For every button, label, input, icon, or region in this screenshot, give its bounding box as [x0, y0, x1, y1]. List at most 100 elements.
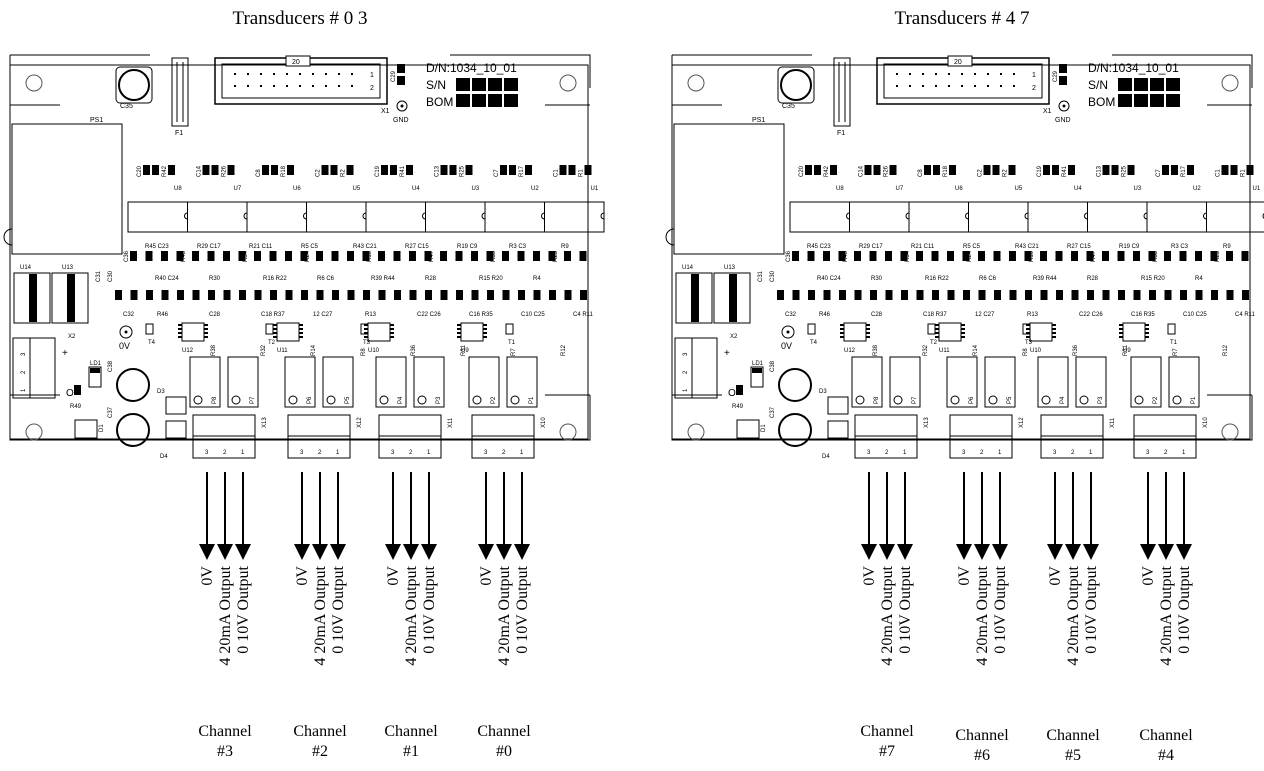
label-pot: P3	[1098, 396, 1104, 404]
smd-pad	[192, 290, 200, 300]
ic-pin	[483, 324, 487, 326]
label-relay: U1	[591, 186, 599, 192]
output-label: 4 20mA Output	[496, 565, 513, 665]
ic-pin	[364, 328, 368, 330]
smd-res-pad	[406, 165, 413, 175]
label-ic: U9	[1123, 348, 1131, 354]
smd-res-pad	[949, 165, 956, 175]
pot-screw-icon	[893, 395, 903, 405]
ic-pin	[1026, 332, 1030, 334]
header-pin	[961, 73, 963, 75]
label-res-vert: R33	[491, 250, 497, 262]
smd-pad	[145, 251, 153, 261]
led-mark	[752, 368, 762, 373]
ic-pin	[299, 332, 303, 334]
smd-cap-pad	[390, 165, 397, 175]
regulator-u13	[51, 272, 89, 324]
opamp-ic	[367, 322, 391, 342]
header-inner	[883, 63, 1043, 99]
smd-pad	[1242, 290, 1249, 300]
ic-pin	[364, 332, 368, 334]
smd-pad	[115, 290, 122, 300]
label-res: R1	[1241, 169, 1247, 177]
trimmer-pot	[322, 356, 354, 408]
label-pot: P6	[969, 396, 975, 404]
smd-pad	[962, 251, 970, 261]
smd-pad	[254, 290, 262, 300]
label-relay: U2	[1193, 186, 1201, 192]
ic-pin	[204, 328, 208, 330]
channel-number: #6	[974, 747, 990, 764]
label-connector: X12	[1019, 417, 1025, 428]
channel-number: #7	[879, 743, 895, 760]
label-res-row3: C16 R35	[469, 312, 493, 318]
fuse-f1	[833, 57, 851, 127]
cap-c35-icon	[118, 69, 150, 101]
o-mark: O	[66, 388, 74, 399]
smd-pad	[130, 251, 137, 261]
label-cap: C2	[978, 169, 984, 177]
terminal-pin: 3	[962, 450, 966, 456]
arrow-head-icon	[1047, 544, 1063, 560]
smd-pad	[1055, 251, 1063, 261]
label-misc: R31	[461, 344, 467, 356]
smd-cap-pad	[202, 165, 210, 175]
smd-pad	[1211, 290, 1218, 300]
label-res-row3: C22 C26	[1079, 312, 1103, 318]
terminal-pin: 2	[409, 450, 413, 456]
smd-pad	[1118, 290, 1125, 300]
label-c35: C35	[120, 103, 133, 110]
label-d3: D3	[157, 389, 165, 395]
ic-pin	[1026, 324, 1030, 326]
relay-module	[849, 201, 910, 233]
smd-pad	[1102, 251, 1109, 261]
label-res-row1: R43 C21	[353, 244, 377, 250]
header-pin	[961, 85, 963, 87]
label-transistor: T1	[1170, 340, 1178, 346]
label-connector: X13	[262, 417, 268, 428]
smd-pad	[456, 290, 463, 300]
label-misc: R12	[1223, 344, 1229, 356]
label-misc: R14	[311, 344, 317, 356]
smd-cap-pad	[1111, 165, 1119, 175]
smd-pad	[269, 251, 277, 261]
smd-pad	[316, 290, 324, 300]
ic-pin	[204, 324, 208, 326]
board-title: Transducers # 4 7	[895, 8, 1030, 29]
ic-pin	[1119, 324, 1123, 326]
smd-pad	[425, 290, 432, 300]
smd-pad	[285, 290, 293, 300]
output-label: 0 10V Output	[330, 565, 347, 653]
smd-pad	[1164, 290, 1172, 300]
relay-notch	[965, 212, 969, 220]
label-pot: P4	[398, 396, 404, 404]
smd-pad	[285, 251, 292, 261]
header-pin	[338, 73, 340, 75]
smd-pad	[1226, 251, 1233, 261]
output-label: 4 20mA Output	[1158, 565, 1175, 665]
ic-pin	[483, 328, 487, 330]
output-label: 0V	[956, 566, 973, 586]
smd-pad	[823, 251, 830, 261]
smd-pad	[549, 290, 556, 300]
c29-pad	[1059, 76, 1067, 85]
bom-box	[504, 94, 518, 107]
arrow-head-icon	[1083, 544, 1099, 560]
label-f1: F1	[175, 130, 183, 137]
label-relay: U8	[174, 186, 182, 192]
trimmer-pot	[1130, 356, 1162, 408]
smd-pad	[518, 290, 525, 300]
header-pin	[260, 73, 262, 75]
smd-pad	[316, 251, 323, 261]
output-label: 4 20mA Output	[1065, 565, 1082, 665]
trimmer-pot	[1037, 356, 1069, 408]
ic-pin	[935, 332, 939, 334]
label-res-row3: C18 R37	[261, 312, 285, 318]
ic-pin	[273, 336, 277, 338]
label-u14: U14	[20, 265, 32, 271]
r49-pad	[736, 385, 743, 395]
relay-notch	[184, 212, 188, 220]
label-res-row1: R21 C11	[249, 244, 273, 250]
channel-label: Channel	[860, 723, 914, 740]
smd-pad	[130, 290, 138, 300]
